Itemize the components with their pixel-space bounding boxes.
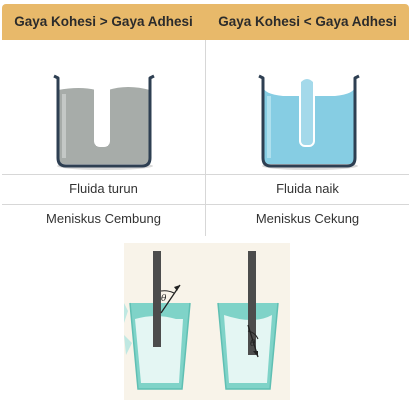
beaker-blue-fluid [258,61,360,170]
label-fluida-naik: Fluida naik [276,181,339,196]
beaker-grey-fluid [53,61,155,170]
angle-marker-acute: θ [247,324,259,358]
angle-marker-obtuse: θ [160,284,181,314]
row-divider [2,174,409,175]
table-header: Gaya Kohesi > Gaya Adhesi Gaya Kohesi < … [2,4,409,40]
theta-label: θ [161,294,167,304]
label-meniskus-cembung: Meniskus Cembung [46,211,161,226]
rod-left [153,251,161,347]
header-cohesion-greater: Gaya Kohesi > Gaya Adhesi [14,14,193,29]
label-fluida-turun: Fluida turun [69,181,138,196]
label-meniskus-cekung: Meniskus Cekung [255,211,360,226]
header-cohesion-less: Gaya Kohesi < Gaya Adhesi [218,14,397,29]
contact-angle-illustration: θ θ [124,243,290,400]
theta-label: θ [250,339,256,349]
comparison-table: Gaya Kohesi > Gaya Adhesi Gaya Kohesi < … [2,4,409,236]
row-divider [2,204,409,205]
column-divider [205,40,206,236]
rod-right [248,251,256,355]
